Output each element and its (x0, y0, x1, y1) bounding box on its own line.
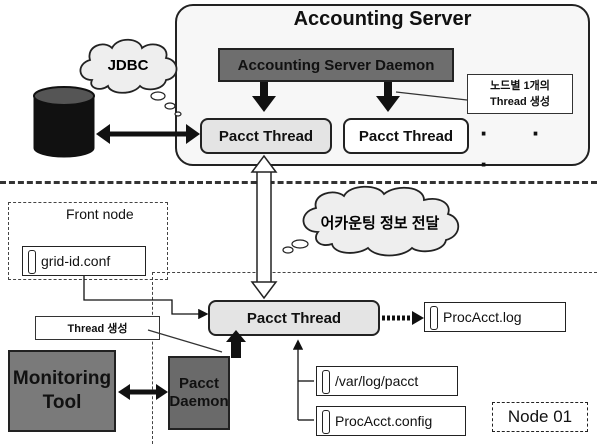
jdbc-label: JDBC (108, 57, 149, 74)
server-pacct-thread-right: Pacct Thread (343, 118, 469, 154)
per-node-thread-callout-text: 노드별 1개의 Thread 생성 (490, 80, 550, 108)
files-to-thread-arrow (292, 339, 314, 421)
node-pacct-thread: Pacct Thread (208, 300, 380, 336)
procacct-config-label: ProcAcct.config (335, 413, 433, 429)
gridconf-to-thread-arrow (83, 276, 209, 320)
monitor-daemon-double-arrow-icon (118, 384, 168, 400)
callout-pointer (395, 91, 468, 101)
var-log-pacct-label: /var/log/pacct (335, 373, 419, 389)
node-region-box (152, 272, 597, 444)
per-node-thread-callout: 노드별 1개의 Thread 생성 (467, 74, 573, 114)
thread-to-log-arrow-icon (382, 311, 424, 325)
tier-separator-line (0, 181, 597, 184)
daemon-to-thread-up-arrow-icon (226, 330, 246, 358)
accounting-server-title: Accounting Server (293, 8, 472, 30)
front-node-box (8, 202, 168, 280)
daemon-to-thread-arrows-icon (252, 82, 400, 112)
transfer-cloud-icon (282, 185, 460, 257)
front-node-label: Front node (66, 206, 134, 222)
thread-callout-pointer (147, 329, 223, 353)
transfer-label: 어카운팅 정보 전달 (321, 214, 440, 232)
server-pacct-thread-left: Pacct Thread (200, 118, 332, 154)
thread-creation-callout: Thread 생성 (35, 316, 160, 340)
node-01-label: Node 01 (492, 402, 588, 432)
pacct-daemon-box: Pacct Daemon (168, 356, 230, 430)
jdbc-cloud-icon (79, 38, 182, 117)
accounting-server-daemon: Accounting Server Daemon (218, 48, 454, 82)
grid-id-conf-label: grid-id.conf (41, 253, 111, 269)
grid-id-conf-file: grid-id.conf (22, 246, 146, 276)
var-log-pacct-file: /var/log/pacct (316, 366, 458, 396)
procacct-log-label: ProcAcct.log (443, 309, 522, 325)
procacct-log-file: ProcAcct.log (424, 302, 566, 332)
procacct-config-file: ProcAcct.config (316, 406, 466, 436)
monitoring-tool-box: Monitoring Tool (8, 350, 116, 432)
more-threads-ellipsis: · · · (480, 118, 559, 179)
database-icon (33, 86, 95, 158)
server-node-double-arrow-icon (250, 154, 278, 300)
db-thread-double-arrow-icon (96, 124, 200, 144)
